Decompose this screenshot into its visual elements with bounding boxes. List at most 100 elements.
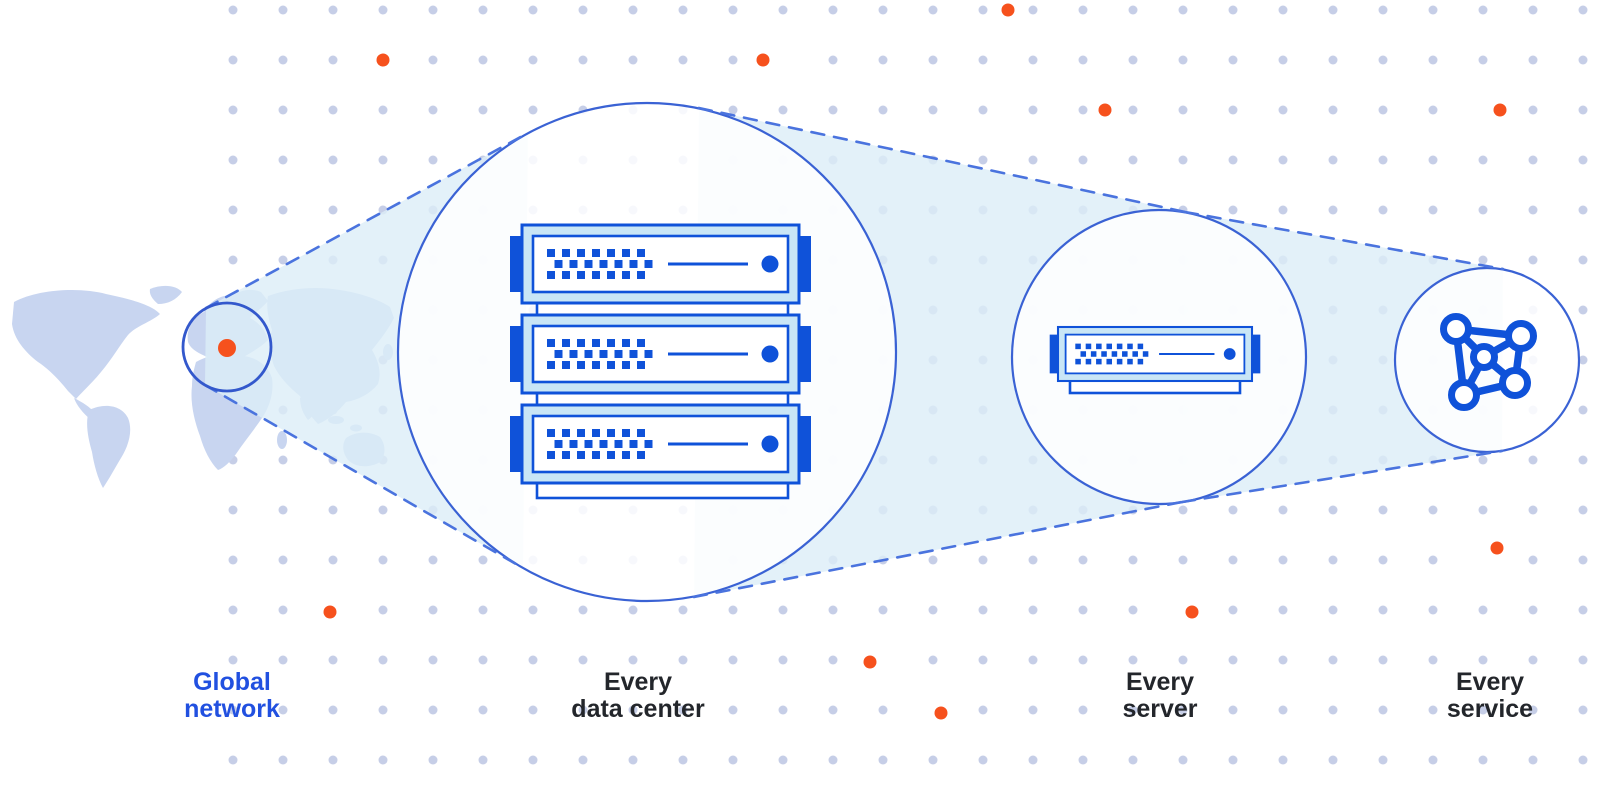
location-dot-icon: [218, 339, 236, 357]
vent-dot: [629, 440, 638, 448]
grid-dot: [328, 655, 338, 665]
grid-dot: [278, 555, 288, 565]
grid-dot: [1328, 555, 1338, 565]
grid-dot: [278, 655, 288, 665]
vent-dot: [1106, 343, 1112, 350]
grid-dot: [1178, 705, 1188, 715]
grid-dot: [1528, 5, 1538, 15]
grid-dot: [628, 5, 638, 15]
network-node: [1505, 320, 1537, 352]
vent-dot: [644, 350, 653, 358]
orange-dot: [1493, 103, 1507, 117]
rack-pedestal: [535, 481, 790, 500]
grid-dot: [528, 605, 538, 615]
grid-dot: [728, 5, 738, 15]
grid-dot: [828, 755, 838, 765]
vent-dot: [607, 451, 615, 459]
vent-dot: [622, 271, 630, 279]
grid-dot: [1028, 705, 1038, 715]
orange-dot: [1001, 3, 1015, 17]
every-server-label-line1: Every: [1126, 668, 1194, 696]
vent-dot: [562, 361, 570, 369]
dashed-line-server-top: [1183, 210, 1505, 271]
vent-dot: [547, 429, 555, 437]
grid-dot: [1178, 55, 1188, 65]
grid-dot: [928, 755, 938, 765]
vent-dot: [644, 440, 653, 448]
vent-dot: [622, 339, 630, 347]
grid-dot: [1578, 205, 1588, 215]
grid-dot: [778, 605, 788, 615]
grid-dot: [278, 155, 288, 165]
grid-dot: [578, 55, 588, 65]
vent-dot: [547, 361, 555, 369]
grid-dot: [1378, 605, 1388, 615]
vent-dot: [592, 249, 600, 257]
grid-dot: [478, 5, 488, 15]
vent-dot: [592, 339, 600, 347]
grid-dot: [278, 705, 288, 715]
grid-dot: [628, 655, 638, 665]
vent-dot: [569, 260, 578, 268]
grid-dot: [1228, 105, 1238, 115]
grid-dot: [328, 705, 338, 715]
grid-dot: [628, 705, 638, 715]
every-data-center-label-line2: data center: [571, 695, 705, 723]
grid-dot: [1428, 105, 1438, 115]
grid-dot: [328, 5, 338, 15]
grid-dot: [1078, 705, 1088, 715]
grid-dot: [1578, 105, 1588, 115]
grid-dot: [1378, 5, 1388, 15]
grid-dot: [778, 705, 788, 715]
grid-dot: [978, 755, 988, 765]
grid-dot: [228, 605, 238, 615]
grid-dot: [328, 105, 338, 115]
grid-dot: [928, 105, 938, 115]
grid-dot: [678, 5, 688, 15]
grid-dot: [978, 655, 988, 665]
grid-dot: [228, 555, 238, 565]
grid-dot: [328, 155, 338, 165]
vent-dot: [577, 249, 585, 257]
grid-dot: [1278, 555, 1288, 565]
vent-dot: [614, 260, 623, 268]
grid-dot: [1328, 5, 1338, 15]
grid-dot: [1478, 705, 1488, 715]
grid-dot: [1278, 5, 1288, 15]
vent-dot: [562, 339, 570, 347]
global-network-label-line1: Global: [193, 668, 271, 696]
grid-dot: [1128, 755, 1138, 765]
grid-dot: [1328, 505, 1338, 515]
grid-dot: [528, 55, 538, 65]
vent-dot: [547, 271, 555, 279]
grid-dot: [1578, 605, 1588, 615]
grid-dot: [1328, 105, 1338, 115]
grid-dot: [378, 605, 388, 615]
grid-dot: [378, 105, 388, 115]
grid-dot: [378, 155, 388, 165]
grid-dot: [1378, 505, 1388, 515]
server-led: [761, 435, 779, 453]
grid-dot: [428, 105, 438, 115]
grid-dot: [1278, 755, 1288, 765]
grid-dot: [678, 755, 688, 765]
grid-dot: [228, 5, 238, 15]
grid-dot: [828, 5, 838, 15]
captions: Global network Every data center Every s…: [184, 668, 1533, 723]
vent-dot: [1096, 358, 1102, 365]
grid-dot: [578, 705, 588, 715]
grid-dot: [928, 5, 938, 15]
grid-dot: [1378, 205, 1388, 215]
grid-dot: [1578, 455, 1588, 465]
grid-dot: [728, 655, 738, 665]
grid-dot: [1278, 105, 1288, 115]
grid-dot: [1178, 155, 1188, 165]
grid-dot: [728, 605, 738, 615]
grid-dot: [1478, 5, 1488, 15]
grid-dot: [928, 655, 938, 665]
grid-dot: [1178, 5, 1188, 15]
grid-dot: [478, 605, 488, 615]
grid-dot: [478, 755, 488, 765]
grid-dot: [1428, 705, 1438, 715]
dashed-line-datacenter-bottom: [692, 499, 1189, 599]
